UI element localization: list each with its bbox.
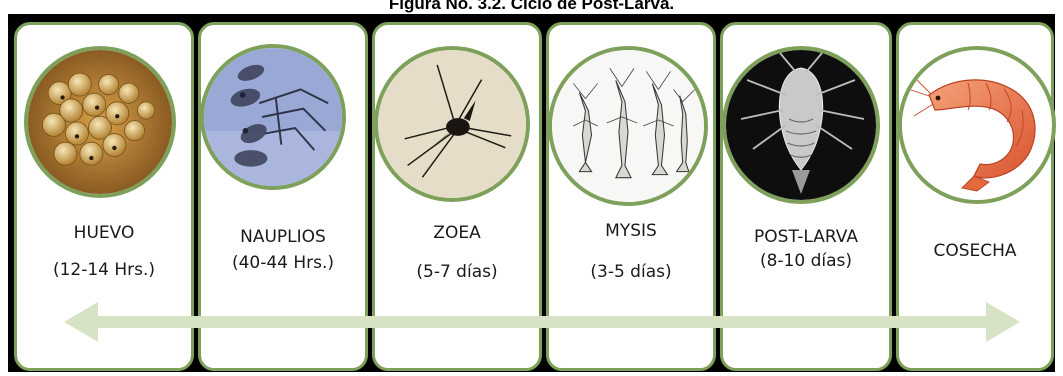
post-larva-image — [722, 46, 880, 204]
stage-name-cosecha: COSECHA — [896, 240, 1054, 262]
stage-duration-post-larva: (8-10 días) — [720, 250, 892, 272]
mysis-image — [548, 46, 708, 206]
stage-name-nauplios: NAUPLIOS — [198, 226, 368, 248]
stage-duration-mysis: (3-5 días) — [546, 261, 716, 283]
huevo-image — [24, 46, 176, 198]
stage-name-huevo: HUEVO — [14, 222, 194, 244]
zoea-image — [374, 46, 530, 202]
stage-name-mysis: MYSIS — [546, 220, 716, 242]
eggs-icon — [28, 50, 172, 194]
cosecha-image — [898, 46, 1056, 204]
stage-duration-huevo: (12-14 Hrs.) — [14, 259, 194, 281]
mysis-icon — [552, 50, 704, 202]
stage-name-zoea: ZOEA — [372, 222, 542, 244]
zoea-icon — [378, 50, 526, 198]
post-larva-icon — [726, 50, 876, 200]
stage-duration-zoea: (5-7 días) — [372, 261, 542, 283]
shrimp-icon — [902, 50, 1052, 200]
stage-duration-nauplios: (40-44 Hrs.) — [198, 252, 368, 274]
nauplius-icon — [204, 48, 342, 186]
figure-title: Figura No. 3.2. Ciclo de Post-Larva. — [0, 0, 1063, 14]
stage-name-post-larva: POST-LARVA — [720, 226, 892, 248]
nauplios-image — [200, 44, 346, 190]
